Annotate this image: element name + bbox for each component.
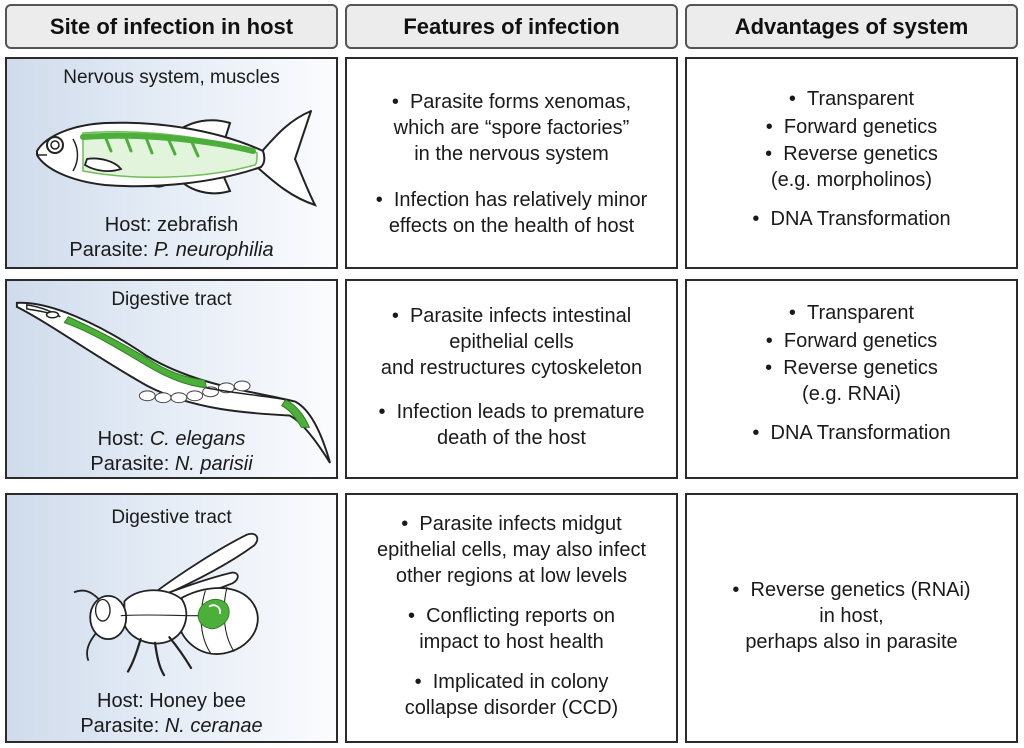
site-cell-zebrafish: Nervous system, muscles Host: zebrafish … [5, 57, 338, 269]
features-list: Parasite infects intestinal epithelial c… [347, 303, 676, 451]
feature-item: Parasite forms xenomas, which are “spore… [347, 89, 676, 167]
advantage-item: DNA Transformation [687, 205, 1016, 233]
advantage-item: Reverse genetics (e.g. morpholinos) [687, 141, 1016, 193]
parasite-prefix: Parasite: [90, 453, 175, 475]
site-title: Nervous system, muscles [63, 67, 280, 88]
host-label: Host: C. elegans [7, 427, 336, 452]
advantages-cell-honeybee: Reverse genetics (RNAi) in host, perhaps… [685, 493, 1018, 743]
parasite-prefix: Parasite: [69, 239, 154, 261]
feature-item: Parasite infects midgut epithelial cells… [347, 511, 676, 589]
advantages-cell-zebrafish: Transparent Forward genetics Reverse gen… [685, 57, 1018, 269]
nematode-illustration [15, 301, 332, 464]
features-list: Parasite infects midgut epithelial cells… [347, 511, 676, 721]
advantage-item: Transparent [687, 85, 1016, 113]
header-advantages: Advantages of system [685, 4, 1018, 49]
parasite-prefix: Parasite: [80, 715, 165, 737]
advantage-item: Reverse genetics (e.g. RNAi) [687, 355, 1016, 407]
site-title: Digestive tract [111, 289, 232, 310]
parasite-label: Parasite: N. parisii [7, 452, 336, 477]
organism-labels: Host: zebrafish Parasite: P. neurophilia [7, 213, 336, 263]
advantages-cell-celegans: Transparent Forward genetics Reverse gen… [685, 279, 1018, 479]
honeybee-illustration [73, 532, 259, 677]
feature-item: Parasite infects intestinal epithelial c… [347, 303, 676, 381]
organism-labels: Host: Honey bee Parasite: N. ceranae [7, 689, 336, 739]
header-site: Site of infection in host [5, 4, 338, 49]
advantage-item: Transparent [687, 299, 1016, 327]
features-cell-celegans: Parasite infects intestinal epithelial c… [345, 279, 678, 479]
feature-item: Infection leads to premature death of th… [347, 399, 676, 451]
advantage-item: Forward genetics [687, 113, 1016, 141]
features-cell-honeybee: Parasite infects midgut epithelial cells… [345, 493, 678, 743]
features-list: Parasite forms xenomas, which are “spore… [347, 89, 676, 239]
zebrafish-illustration [36, 109, 317, 207]
feature-item: Implicated in colony collapse disorder (… [347, 669, 676, 721]
features-cell-zebrafish: Parasite forms xenomas, which are “spore… [345, 57, 678, 269]
parasite-name: N. parisii [174, 453, 253, 475]
parasite-label: Parasite: N. ceranae [7, 714, 336, 739]
parasite-name: P. neurophilia [153, 239, 274, 261]
parasite-label: Parasite: P. neurophilia [7, 238, 336, 263]
advantage-item: Forward genetics [687, 327, 1016, 355]
organism-labels: Host: C. elegans Parasite: N. parisii [7, 427, 336, 477]
site-cell-celegans: Digestive tract Host: C. elegans Parasit… [5, 279, 338, 479]
site-title: Digestive tract [111, 507, 232, 528]
advantages-list: Reverse genetics (RNAi) in host, perhaps… [687, 577, 1016, 655]
site-cell-honeybee: Digestive tract Host: Honey bee Parasite… [5, 493, 338, 743]
host-label: Host: Honey bee [97, 690, 246, 712]
host-prefix: Host: [97, 428, 150, 450]
advantages-list: Transparent Forward genetics Reverse gen… [687, 85, 1016, 233]
feature-item: Infection has relatively minor effects o… [347, 187, 676, 239]
advantages-list: Transparent Forward genetics Reverse gen… [687, 299, 1016, 447]
advantage-item: Reverse genetics (RNAi) in host, perhaps… [687, 577, 1016, 655]
header-features: Features of infection [345, 4, 678, 49]
host-label: Host: zebrafish [104, 214, 239, 236]
parasite-name: N. ceranae [164, 715, 263, 737]
advantage-item: DNA Transformation [687, 419, 1016, 447]
host-name: C. elegans [149, 428, 246, 450]
feature-item: Conflicting reports on impact to host he… [347, 603, 676, 655]
